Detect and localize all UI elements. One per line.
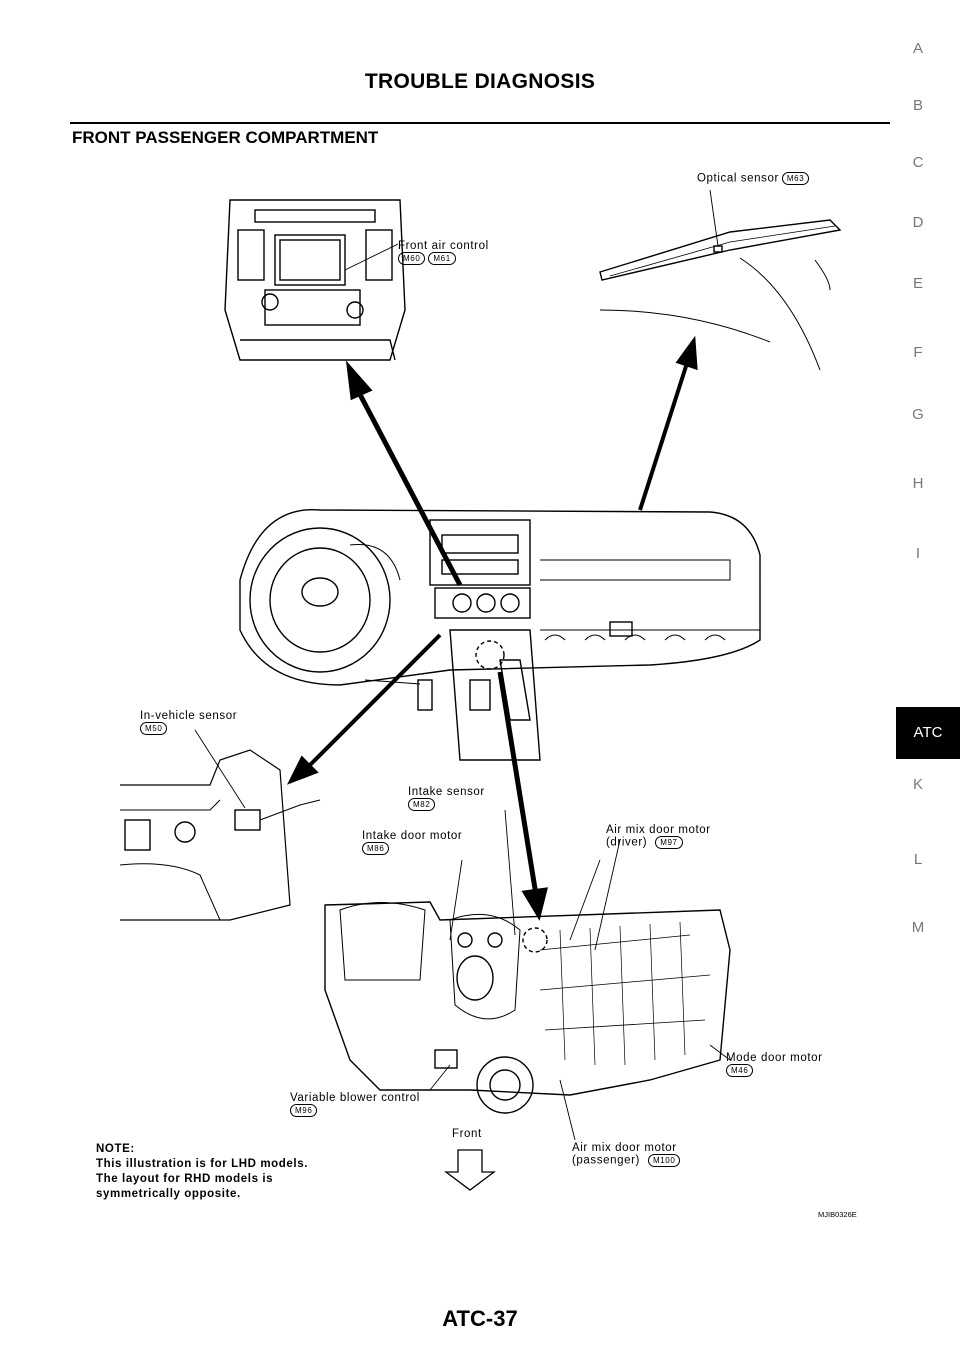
side-index-b[interactable]: B: [912, 97, 923, 114]
side-index-h[interactable]: H: [912, 475, 924, 492]
header-rule: [70, 122, 890, 124]
arrow-to-in-vehicle-sensor: [303, 633, 442, 772]
connector-m60: M60: [398, 252, 426, 265]
page-title: TROUBLE DIAGNOSIS: [364, 70, 596, 93]
connector-m86: M86: [362, 842, 390, 855]
arrow-to-intake-sensor: [497, 671, 539, 896]
connector-m50: M50: [140, 722, 168, 735]
side-index-d[interactable]: D: [912, 214, 924, 231]
side-index-k[interactable]: K: [912, 776, 923, 793]
note-line-1: This illustration is for LHD models.: [96, 1158, 309, 1170]
windshield-drawing: [599, 219, 842, 281]
side-index-a[interactable]: A: [912, 40, 923, 57]
connector-m97: M97: [655, 836, 683, 849]
arrow-to-front-air-control: [352, 383, 463, 587]
in-vehicle-sensor-callout: In-vehicle sensor M50: [140, 710, 238, 735]
arrow-to-optical-sensor: [638, 359, 690, 511]
side-index-i[interactable]: I: [915, 545, 921, 562]
intake-door-motor-callout: Intake door motor M86: [362, 830, 463, 855]
side-index-f[interactable]: F: [913, 344, 923, 361]
side-index-c[interactable]: C: [912, 154, 924, 171]
front-arrow-icon: [444, 1149, 496, 1191]
note-line-2: The layout for RHD models is: [96, 1173, 274, 1185]
note-heading: NOTE:: [96, 1143, 135, 1155]
dashboard-drawing: [239, 509, 761, 686]
page-number: ATC-37: [442, 1306, 518, 1331]
mode-door-motor-callout: Mode door motor M46: [726, 1052, 823, 1077]
intake-sensor-callout: Intake sensor M82: [408, 786, 485, 811]
air-mix-door-motor-passenger-callout: Air mix door motor (passenger)M100: [572, 1142, 681, 1167]
connector-m100: M100: [647, 1154, 681, 1167]
note-block: NOTE: This illustration is for LHD model…: [96, 1142, 308, 1202]
component-illustration: [119, 189, 842, 1191]
front-air-control-drawing: [224, 199, 406, 361]
side-index-l[interactable]: L: [913, 851, 923, 868]
variable-blower-control-callout: Variable blower control M96: [290, 1092, 420, 1117]
front-direction-label: Front: [452, 1128, 482, 1140]
side-index: A B C D E F G H I ATC K L M: [890, 0, 960, 1358]
section-title: FRONT PASSENGER COMPARTMENT: [72, 128, 379, 147]
note-line-3: symmetrically opposite.: [96, 1188, 241, 1200]
connector-m63: M63: [781, 172, 810, 185]
connector-m82: M82: [408, 798, 436, 811]
side-index-m[interactable]: M: [911, 919, 925, 936]
connector-m96: M96: [290, 1104, 318, 1117]
side-index-atc-tab[interactable]: ATC: [896, 707, 960, 759]
air-mix-door-motor-driver-callout: Air mix door motor (driver)M97: [606, 824, 711, 849]
side-index-e[interactable]: E: [912, 275, 923, 292]
connector-m46: M46: [726, 1064, 754, 1077]
side-index-g[interactable]: G: [912, 406, 924, 423]
hvac-unit-drawing: [324, 901, 731, 1096]
figure-code: MJIB0326E: [818, 1210, 857, 1219]
connector-m61: M61: [428, 252, 456, 265]
in-vehicle-sensor-drawing: [120, 749, 291, 921]
